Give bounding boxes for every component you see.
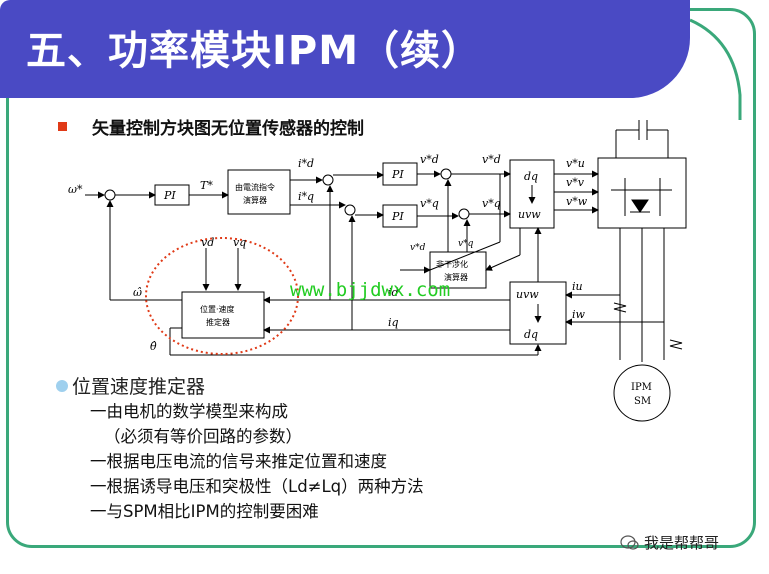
title-bar: 五、功率模块IPM（续）	[0, 0, 690, 98]
motor-label-1: IPM	[631, 382, 652, 393]
id-fb-label: id	[388, 286, 399, 299]
id-ref-label: i*d	[298, 157, 314, 170]
bullet-line-5: 一与SPM相比IPM的控制要困难	[90, 502, 319, 521]
bullet-line-3: 一根据电压电流的信号来推定位置和速度	[90, 452, 387, 471]
pi-d-label: PI	[391, 168, 404, 181]
motor-circle	[613, 364, 671, 422]
dq-uvw-block	[509, 159, 555, 229]
vq-small-label: v*q	[458, 239, 474, 249]
slide-frame	[6, 8, 756, 548]
pi-speed-label: PI	[163, 189, 176, 202]
vd-ref-label-2: v*d	[482, 153, 501, 166]
omega-ref-label: ω*	[68, 183, 83, 196]
bullet-line-4: 一根据诱导电压和突极性（Ld≠Lq）两种方法	[90, 477, 424, 496]
current-command-block	[227, 169, 291, 215]
theta-hat-label: θ̂	[150, 340, 157, 353]
iu-label: iu	[572, 280, 583, 293]
bullet-dot-icon	[56, 380, 68, 392]
vd-est-label: vd	[201, 236, 214, 249]
pi-q-label: PI	[391, 210, 404, 223]
iq-fb-label: iq	[388, 316, 399, 329]
sum-node-vd	[440, 168, 452, 180]
wechat-icon	[620, 535, 639, 550]
estimator-label-1: 位置·速度	[200, 304, 235, 314]
vq-est-label: vq	[233, 236, 246, 249]
vd-small-label: v*d	[410, 243, 426, 253]
slide-title: 五、功率模块IPM（续）	[26, 28, 483, 74]
bullet-line-2: （必须有等价回路的参数）	[104, 427, 302, 446]
watermark-text: www.bjjdwx.com	[290, 279, 450, 301]
dq-top-label: dq	[524, 170, 538, 183]
bullet-line-1: 一由电机的数学模型来构成	[90, 402, 288, 421]
uvw-bot-label: uvw	[516, 288, 539, 301]
estimator-label-2: 推定器	[206, 317, 230, 327]
motor-label-2: SM	[634, 396, 651, 407]
estimator-block	[181, 291, 265, 339]
decoupling-label-1: 非干涉化	[436, 259, 468, 269]
diagram-heading: 矢量控制方块图无位置传感器的控制	[92, 119, 364, 139]
inverter-block	[597, 157, 687, 229]
sum-node-q	[344, 204, 356, 216]
torque-ref-label: T*	[200, 179, 213, 192]
vd-ref-label-1: v*d	[420, 153, 439, 166]
estimator-highlight	[145, 237, 299, 355]
iw-label: iw	[572, 308, 586, 321]
sum-node-vq	[458, 208, 470, 220]
decoupling-label-2: 演算器	[444, 272, 468, 282]
omega-hat-label: ω̂	[133, 286, 142, 299]
vw-label: v*w	[566, 195, 588, 208]
uvw-top-label: uvw	[518, 208, 541, 221]
vq-ref-label-2: v*q	[482, 197, 501, 210]
current-cmd-label-1: 由電流指令	[235, 182, 275, 192]
section-title: 位置速度推定器	[56, 372, 205, 399]
dq-bot-label: dq	[524, 328, 538, 341]
iq-ref-label: i*q	[298, 190, 314, 203]
vu-label: v*u	[566, 157, 585, 170]
bullet-square-icon	[58, 122, 67, 131]
sum-node-d	[322, 174, 334, 186]
sum-node-speed	[104, 189, 116, 201]
vq-ref-label-1: v*q	[420, 197, 439, 210]
current-cmd-label-2: 演算器	[243, 195, 267, 205]
vv-label: v*v	[566, 176, 585, 189]
footer-credit: 我是帮帮哥	[644, 534, 720, 552]
